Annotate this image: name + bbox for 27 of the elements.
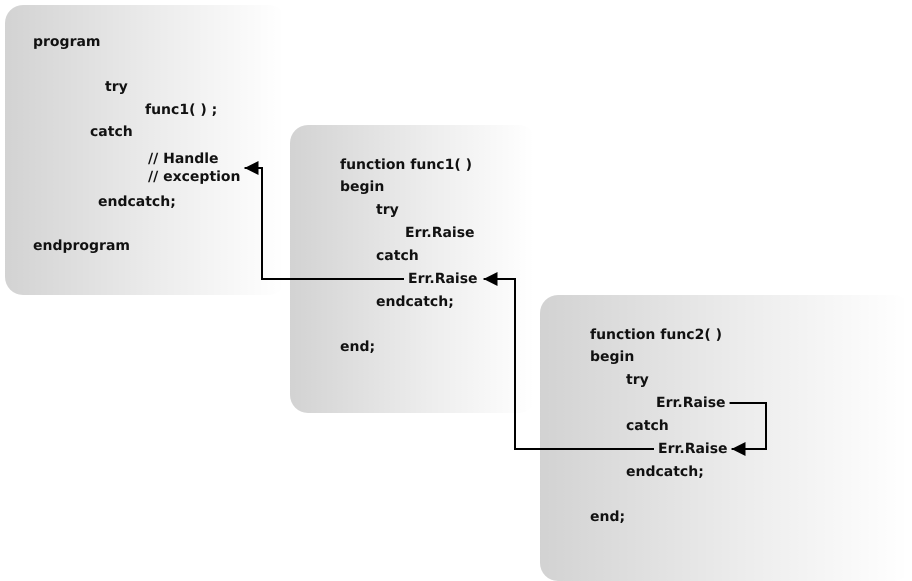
code-line: try	[105, 78, 128, 96]
code-line: begin	[590, 348, 634, 366]
code-line: function func2( )	[590, 326, 722, 344]
code-line: endprogram	[33, 237, 130, 255]
code-line: catch	[626, 417, 669, 435]
arrow	[484, 272, 654, 450]
code-line: end;	[340, 338, 376, 356]
code-line: catch	[376, 247, 419, 265]
code-line: Err.Raise	[656, 394, 726, 412]
code-line: end;	[590, 508, 626, 526]
code-line: endcatch;	[626, 463, 704, 481]
code-line: catch	[90, 123, 133, 141]
code-line: func1( ) ;	[145, 101, 218, 119]
code-line: program	[33, 33, 101, 51]
code-line: Err.Raise	[408, 270, 478, 288]
code-line: // exception	[148, 168, 241, 186]
arrow	[730, 402, 767, 456]
code-line: endcatch;	[98, 193, 176, 211]
arrow	[244, 161, 404, 280]
code-line: Err.Raise	[658, 440, 728, 458]
code-line: try	[376, 201, 399, 219]
code-line: endcatch;	[376, 293, 454, 311]
code-line: begin	[340, 178, 384, 196]
code-line: Err.Raise	[405, 224, 475, 242]
code-line: function func1( )	[340, 156, 472, 174]
code-line: try	[626, 371, 649, 389]
code-line: // Handle	[148, 150, 220, 168]
